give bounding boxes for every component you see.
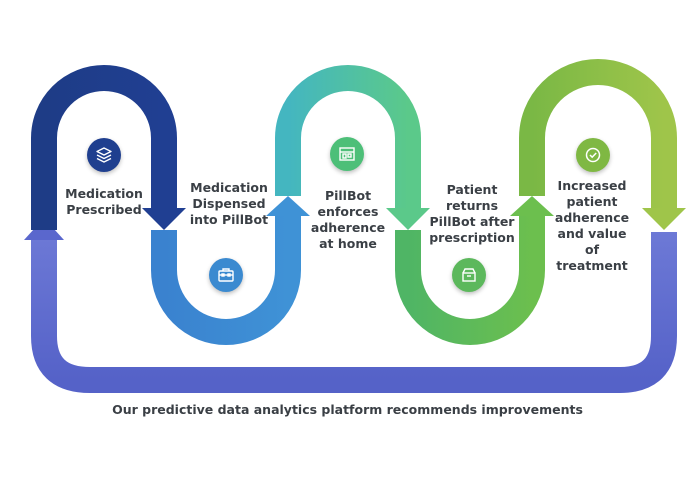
step-label-outcome: Increased patient adherence and value of… [546, 178, 638, 274]
arc-medication-prescribed [31, 65, 177, 230]
label-line: and value [557, 226, 627, 241]
label-line: patient [566, 194, 618, 209]
step-icon-outcome [576, 138, 610, 172]
step-label-enforce: PillBot enforces adherence at home [300, 188, 396, 252]
label-line: treatment [556, 258, 628, 273]
briefcase-icon [218, 268, 234, 282]
label-line: PillBot after [429, 214, 515, 229]
label-line: at home [319, 236, 377, 251]
step-label-dispensed: Medication Dispensed into PillBot [180, 180, 278, 228]
arrow-down-1 [142, 208, 186, 230]
label-line: adherence [554, 210, 630, 225]
label-line: Patient [446, 182, 498, 197]
arc-pillbot-enforces [275, 65, 421, 214]
step-icon-dispensed [209, 258, 243, 292]
label-line: Prescribed [66, 202, 142, 217]
box-icon [462, 268, 476, 282]
arrow-up-1 [266, 196, 310, 216]
label-line: enforces [317, 204, 379, 219]
layers-icon [96, 147, 112, 163]
step-label-returns: Patient returns PillBot after prescripti… [422, 182, 522, 246]
label-line: Medication [190, 180, 268, 195]
label-line: of [584, 242, 600, 257]
step-icon-returns [452, 258, 486, 292]
label-line: Dispensed [192, 196, 266, 211]
step-label-prescribed: Medication Prescribed [56, 186, 152, 218]
storefront-icon [339, 147, 355, 161]
u-medication-dispensed [151, 214, 301, 345]
label-line: into PillBot [189, 212, 269, 227]
arrow-down-3 [642, 208, 686, 230]
footer-caption: Our predictive data analytics platform r… [112, 402, 583, 417]
label-line: adherence [310, 220, 386, 235]
step-icon-enforce [330, 137, 364, 171]
label-line: Increased [557, 178, 627, 193]
u-patient-returns [395, 214, 545, 345]
arrow-down-2 [386, 208, 430, 230]
arrow-up-2 [510, 196, 554, 216]
label-line: returns [445, 198, 499, 213]
check-circle-icon [585, 147, 601, 163]
label-line: PillBot [324, 188, 372, 203]
label-line: Medication [65, 186, 143, 201]
arc-increased-adherence [519, 59, 677, 214]
label-line: prescription [429, 230, 515, 245]
step-icon-prescribed [87, 138, 121, 172]
feedback-loop-band [30, 232, 677, 393]
